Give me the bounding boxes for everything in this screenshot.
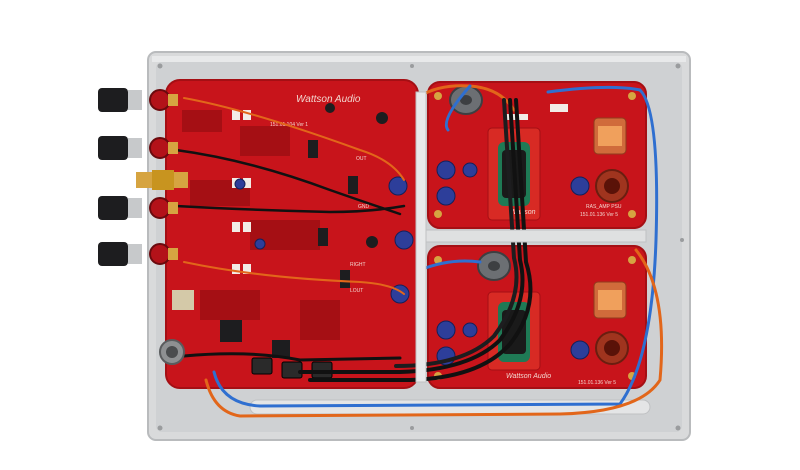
power-inlet xyxy=(159,339,185,365)
rca-jack-3 xyxy=(98,196,178,220)
brand-logo-psu-bottom: Wattson Audio xyxy=(506,373,551,380)
rca-jack-1 xyxy=(98,88,178,112)
lout-label: LOUT xyxy=(350,288,363,294)
brand-logo-main: Wattson Audio xyxy=(296,94,361,105)
psu-top-name: RAS_AMP PSU xyxy=(586,204,622,210)
rca-jack-4 xyxy=(98,242,178,266)
rca-connectors xyxy=(98,88,194,365)
main-amplifier-pcb: Wattson Audio 151.01.104 Ver 1 OUT GND R… xyxy=(165,79,419,389)
psu-top-code: 151.01.136 Ver 5 xyxy=(580,212,618,218)
divider-bar xyxy=(425,229,647,243)
heatsink-bar xyxy=(415,91,427,383)
usb-module xyxy=(172,290,194,310)
rca-jack-2 xyxy=(98,136,178,160)
gnd-label: GND xyxy=(358,204,370,210)
coax-connector xyxy=(136,170,188,190)
right-label: RIGHT xyxy=(350,262,366,268)
toroid-cores xyxy=(449,85,511,281)
psu-board-bottom: Wattson Audio 151.01.136 Ver 5 xyxy=(427,245,647,389)
wiring xyxy=(174,84,664,418)
psu-bottom-code: 151.01.136 Ver 5 xyxy=(578,380,616,386)
out-label: OUT xyxy=(356,156,367,162)
